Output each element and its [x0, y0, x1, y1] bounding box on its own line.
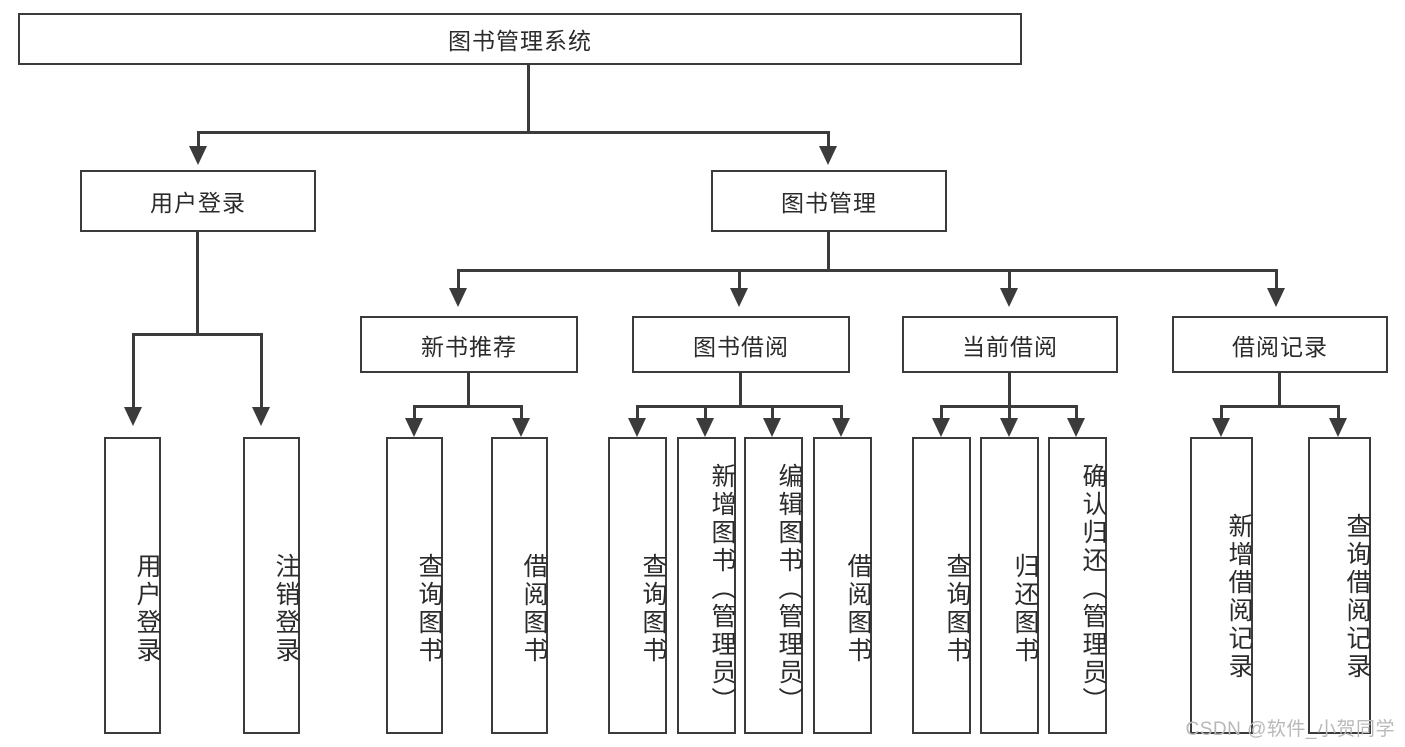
leaf-query-book-borrow[interactable]: 查询图书 — [608, 437, 667, 734]
leaf-query-borrow-record[interactable]: 查询借阅记录 — [1308, 437, 1371, 734]
connector-book-management-trunk — [827, 232, 830, 271]
leaf-label: 新增借阅记录 — [1225, 512, 1253, 681]
connector-current-borrow-to-leaf-1 — [940, 405, 943, 419]
arrow-bm-to-book-borrow — [730, 288, 748, 307]
leaf-label: 查询借阅记录 — [1343, 512, 1371, 681]
connector-book-borrow-to-leaf-4 — [840, 405, 843, 419]
arrow-root-to-user-login — [189, 146, 207, 165]
node-root-system[interactable]: 图书管理系统 — [18, 13, 1022, 65]
connector-new-book-bar — [413, 405, 523, 408]
leaf-confirm-return[interactable]: 确认归还（管理员） — [1048, 437, 1107, 734]
connector-bm-to-borrow-record — [1275, 269, 1278, 289]
arrow-book-borrow-to-leaf-3 — [763, 418, 781, 437]
connector-current-borrow-to-leaf-2 — [1008, 405, 1011, 419]
leaf-label: 编辑图书（管理员） — [775, 462, 803, 715]
csdn-watermark: CSDN @软件_小贺同学 — [1185, 719, 1395, 740]
connector-book-borrow-to-leaf-2 — [704, 405, 707, 419]
leaf-logout-login[interactable]: 注销登录 — [243, 437, 300, 734]
leaf-label: 用户登录 — [133, 552, 161, 665]
connector-user-login-to-leaf-1 — [132, 333, 135, 408]
connector-borrow-record-trunk — [1278, 373, 1281, 407]
connector-borrow-record-bar — [1220, 405, 1340, 408]
arrow-borrow-record-to-leaf-2 — [1329, 418, 1347, 437]
leaf-edit-book[interactable]: 编辑图书（管理员） — [744, 437, 803, 734]
connector-root-trunk — [527, 65, 530, 133]
leaf-add-book[interactable]: 新增图书（管理员） — [677, 437, 736, 734]
connector-root-to-user-login — [197, 131, 200, 147]
connector-book-management-bar — [457, 269, 1278, 272]
leaf-label: 确认归还（管理员） — [1079, 462, 1107, 715]
leaf-borrow-book-new[interactable]: 借阅图书 — [491, 437, 548, 734]
leaf-return-book[interactable]: 归还图书 — [980, 437, 1039, 734]
connector-new-book-to-leaf-1 — [413, 405, 416, 419]
connector-root-to-book-management — [827, 131, 830, 147]
arrow-book-borrow-to-leaf-2 — [696, 418, 714, 437]
leaf-label: 查询图书 — [415, 552, 443, 665]
node-book-management[interactable]: 图书管理 — [711, 170, 947, 232]
arrow-current-borrow-to-leaf-1 — [932, 418, 950, 437]
connector-user-login-to-leaf-2 — [260, 333, 263, 408]
node-borrow-record[interactable]: 借阅记录 — [1172, 316, 1388, 373]
arrow-bm-to-borrow-record — [1267, 288, 1285, 307]
connector-borrow-record-to-leaf-2 — [1337, 405, 1340, 419]
leaf-add-borrow-record[interactable]: 新增借阅记录 — [1190, 437, 1253, 734]
arrow-new-book-to-leaf-2 — [512, 418, 530, 437]
arrow-root-to-book-management — [819, 146, 837, 165]
arrow-user-login-to-leaf-2 — [252, 407, 270, 426]
leaf-label: 借阅图书 — [844, 552, 872, 665]
leaf-label: 新增图书（管理员） — [708, 462, 736, 715]
leaf-query-book-new[interactable]: 查询图书 — [386, 437, 443, 734]
leaf-label: 注销登录 — [272, 552, 300, 665]
arrow-bm-to-current-borrow — [1000, 288, 1018, 307]
arrow-new-book-to-leaf-1 — [405, 418, 423, 437]
arrow-book-borrow-to-leaf-1 — [628, 418, 646, 437]
arrow-borrow-record-to-leaf-1 — [1212, 418, 1230, 437]
leaf-label: 借阅图书 — [520, 552, 548, 665]
leaf-label: 查询图书 — [639, 552, 667, 665]
connector-user-login-bar — [132, 333, 263, 336]
connector-new-book-trunk — [467, 373, 470, 407]
connector-bm-to-book-borrow — [738, 269, 741, 289]
leaf-query-book-current[interactable]: 查询图书 — [912, 437, 971, 734]
connector-book-borrow-to-leaf-1 — [636, 405, 639, 419]
connector-borrow-record-to-leaf-1 — [1220, 405, 1223, 419]
connector-current-borrow-to-leaf-3 — [1075, 405, 1078, 419]
node-book-borrow[interactable]: 图书借阅 — [632, 316, 850, 373]
connector-book-borrow-trunk — [739, 373, 742, 407]
arrow-user-login-to-leaf-1 — [124, 407, 142, 426]
connector-bm-to-new-book — [457, 269, 460, 289]
arrow-book-borrow-to-leaf-4 — [832, 418, 850, 437]
arrow-bm-to-new-book — [449, 288, 467, 307]
connector-bm-to-current-borrow — [1008, 269, 1011, 289]
node-current-borrow[interactable]: 当前借阅 — [902, 316, 1118, 373]
connector-user-login-trunk — [196, 232, 199, 335]
leaf-borrow-book-borrow[interactable]: 借阅图书 — [813, 437, 872, 734]
arrow-current-borrow-to-leaf-2 — [1000, 418, 1018, 437]
node-new-book-recommend[interactable]: 新书推荐 — [360, 316, 578, 373]
leaf-label: 查询图书 — [943, 552, 971, 665]
connector-current-borrow-trunk — [1008, 373, 1011, 407]
arrow-current-borrow-to-leaf-3 — [1067, 418, 1085, 437]
connector-book-borrow-bar — [636, 405, 843, 408]
connector-book-borrow-to-leaf-3 — [771, 405, 774, 419]
connector-root-bar — [197, 131, 830, 134]
leaf-user-login[interactable]: 用户登录 — [104, 437, 161, 734]
connector-new-book-to-leaf-2 — [520, 405, 523, 419]
leaf-label: 归还图书 — [1011, 552, 1039, 665]
node-user-login[interactable]: 用户登录 — [80, 170, 316, 232]
